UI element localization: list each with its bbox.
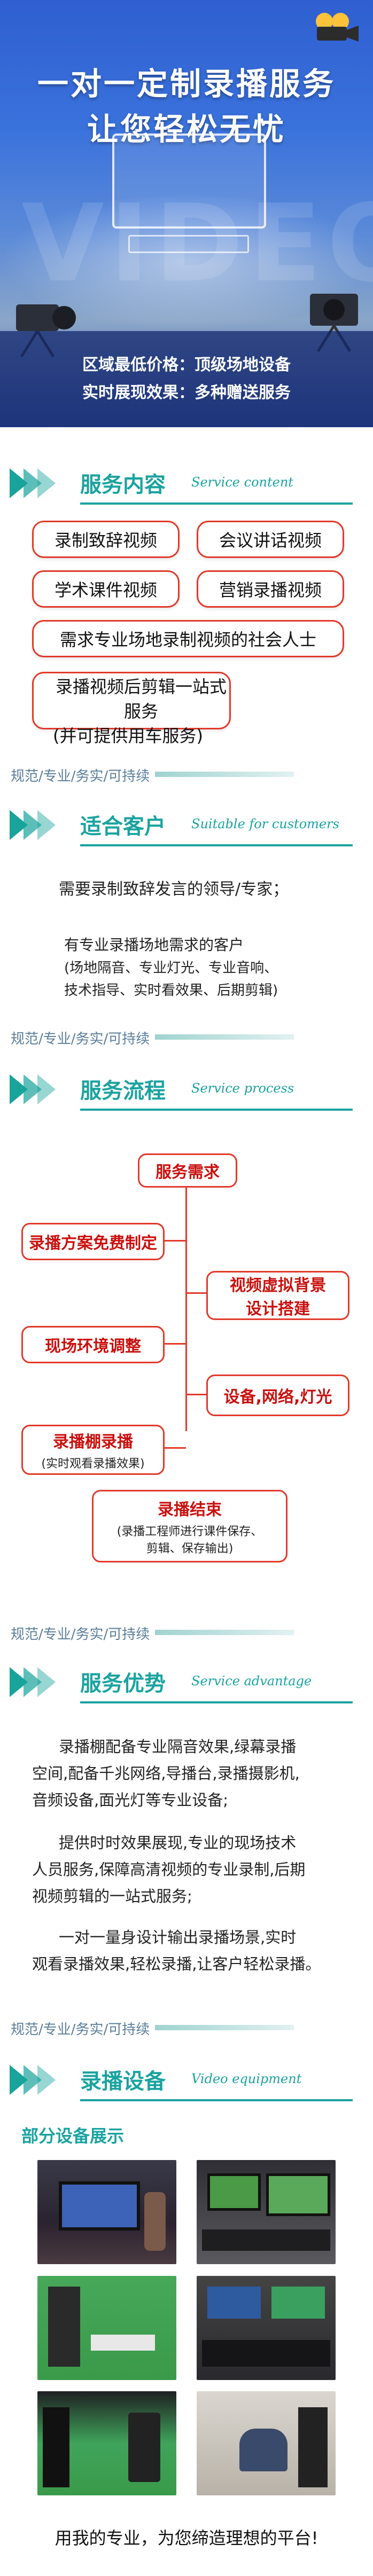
section-title-en: Service content [191,475,293,490]
section-title-text: 录播设备 [80,2069,166,2094]
section-title-text: 适合客户 [80,814,166,839]
process-equipment: 设备,网络,灯光 [206,1375,349,1416]
process-connector [186,1394,206,1395]
customer-line-2: 有专业录播场地需求的客户 [64,936,244,954]
equipment-footer: 用我的专业，为您缔造理想的平台! [55,2528,318,2548]
section-title-en: Service advantage [191,1674,312,1688]
hero-info-panel [0,331,373,427]
section-title-text: 服务优势 [80,1671,166,1696]
section-title-text: 服务流程 [80,1079,166,1103]
service-item-6: 录播视频后剪辑一站式服务 (并可提供用车服务) [32,672,231,746]
tagline-bar [155,1034,294,1040]
section-underline [80,1701,353,1703]
section-title-service-content: 服务内容 Service content [0,457,373,510]
equipment-photo-studio-screen [37,2160,176,2264]
process-plan: 录播方案免费制定 [21,1223,165,1260]
equipment-subtitle: 部分设备展示 [21,2126,125,2146]
chevron-arrows-icon [10,1074,68,1106]
service-item-5: 需求专业场地录制视频的社会人士 [32,620,344,657]
section-underline [80,844,353,846]
hero-info-1: 区域最低价格：顶级场地设备 [82,356,291,374]
video-watermark: VIDEO [21,182,373,306]
service-item-3: 学术课件视频 [32,570,180,608]
hero-banner: VIDEO 一对一定制录播服务 让您轻松无忧 区域最低价格：顶级场地设备 实时展… [0,0,373,427]
section-title-text: 服务内容 [80,473,166,497]
process-demand: 服务需求 [138,1153,237,1188]
service-item-2: 会议讲话视频 [197,521,344,558]
advantage-p2-b: 人员服务,保障高清视频的专业录制,后期 [32,1860,306,1879]
process-connector [160,1447,186,1449]
process-spine [185,1175,187,1431]
section-title-customers: 适合客户 Suitable for customers [0,798,373,852]
section-underline [80,502,353,505]
section-title-advantage: 服务优势 Service advantage [0,1655,373,1709]
process-studio: 录播棚录播(实时观看录播效果) [21,1425,165,1475]
chevron-arrows-icon [10,2065,68,2097]
equipment-photo-recording-room [197,2391,336,2495]
equipment-photo-control-desk [197,2160,336,2264]
section-title-en: Service process [191,1081,294,1096]
process-virtual: 视频虚拟背景设计搭建 [206,1271,349,1320]
advantage-p1-a: 录播棚配备专业隔音效果,绿幕录播 [59,1738,297,1756]
tagline: 规范/专业/务实/可持续 [11,1627,150,1643]
customer-line-1: 需要录制致辞发言的领导/专家； [59,880,289,899]
process-connector [160,1240,186,1242]
section-underline [80,2099,353,2101]
advantage-p3-b: 观看录播效果,轻松录播,让客户轻松录播。 [32,1955,321,1973]
service-item-6-line1: 录播视频后剪辑一站式服务 [55,677,227,721]
section-title-equipment: 录播设备 Video equipment [0,2053,373,2107]
equipment-photo-switcher [197,2276,336,2380]
chevron-arrows-icon [10,1667,68,1699]
section-title-en: Video equipment [191,2071,302,2086]
process-site: 现场环境调整 [21,1326,165,1363]
tagline: 规范/专业/务实/可持续 [11,2022,150,2038]
hero-title-1: 一对一定制录播服务 [37,66,336,102]
service-item-4: 营销录播视频 [197,570,344,608]
hero-info-2: 实时展现效果：多种赠送服务 [82,383,291,402]
equipment-photo-green-studio [37,2391,176,2495]
customer-line-4: 技术指导、实时看效果、后期剪辑) [64,983,278,999]
film-camera-icon [316,13,359,42]
section-underline [80,1109,353,1111]
section-title-en: Suitable for customers [191,816,339,831]
service-item-6-line2: (并可提供用车服务) [53,726,203,746]
monitor-illustration [112,133,266,229]
advantage-p1-c: 音频设备,面光灯等专业设备; [32,1791,228,1809]
section-title-process: 服务流程 Service process [0,1063,373,1116]
advantage-p2-c: 视频剪辑的一站式服务; [32,1887,192,1905]
advantage-p1-b: 空间,配备千兆网络,导播台,录播摄影机, [32,1764,300,1782]
process-end: 录播结束 (录播工程师进行课件保存、 剪辑、保存输出) [92,1490,287,1562]
process-connector [160,1343,186,1345]
tagline-bar [155,772,294,777]
advantage-p3-a: 一对一量身设计输出录播场景,实时 [59,1928,297,1946]
chevron-arrows-icon [10,468,68,500]
customer-line-3: (场地隔音、专业灯光、专业音响、 [64,960,278,976]
tagline: 规范/专业/务实/可持续 [11,1031,150,1047]
tagline-bar [155,1630,294,1635]
hero-title-2: 让您轻松无忧 [87,111,286,147]
tagline-bar [155,2025,294,2030]
tagline: 规范/专业/务实/可持续 [11,768,150,784]
equipment-photo-greenscreen [37,2276,176,2380]
advantage-p2-a: 提供时时效果展现,专业的现场技术 [59,1834,297,1852]
process-connector [186,1292,206,1294]
service-item-1: 录制致辞视频 [32,521,180,558]
chevron-arrows-icon [10,810,68,842]
keyboard-illustration [128,235,249,253]
